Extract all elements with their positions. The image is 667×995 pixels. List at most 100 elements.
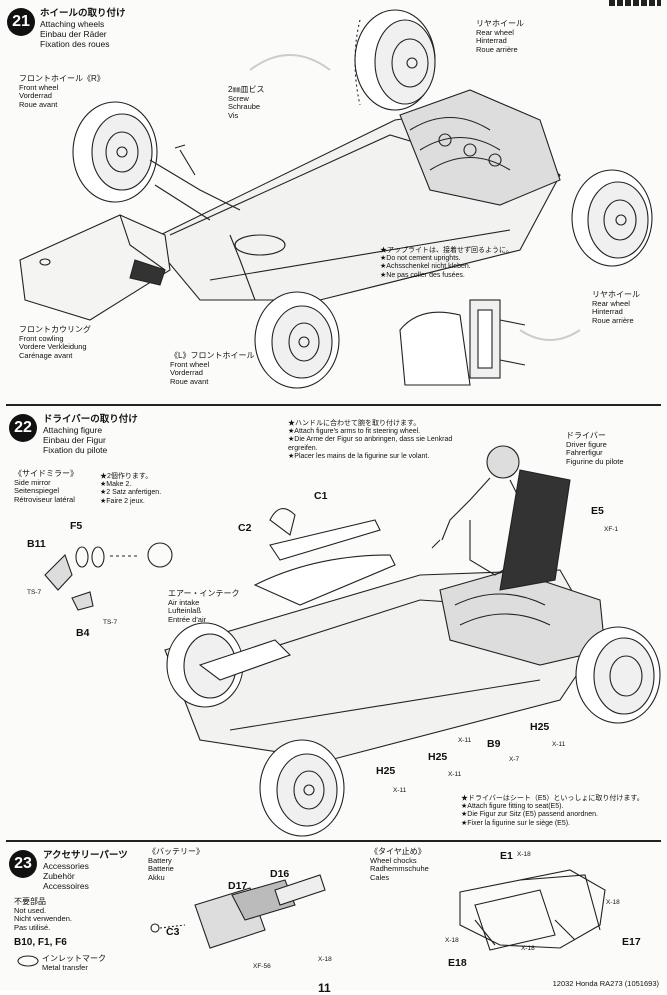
front-wheel-r-drawing <box>72 101 241 221</box>
screw-code: XF-1 <box>604 526 619 533</box>
rear-wheel-bottom-de: Hinterrad <box>592 307 623 317</box>
side-mirror-fr: Rétroviseur latéral <box>14 494 75 504</box>
label-front-wheel-r: フロントホイール《R》 Front wheel Vorderrad Roue a… <box>19 74 105 109</box>
battery-en: Battery <box>148 855 172 865</box>
rear-wheel-top-de: Hinterrad <box>476 36 507 46</box>
front-wheel-r-fr: Roue avant <box>19 99 58 109</box>
not-used-de: Nicht verwenden. <box>14 914 72 924</box>
front-cowling-drawing <box>19 214 171 321</box>
part-label: B4 <box>76 627 90 639</box>
step23-title-de: Zubehör <box>43 871 75 881</box>
steering-note-en: ★Attach figure's arms to fit steering wh… <box>288 428 421 436</box>
step23-title-jp: アクセサリーパーツ <box>43 850 128 861</box>
screw-de: Schraube <box>228 102 261 112</box>
air-intake-drawing <box>198 639 292 681</box>
make2-en: ★Make 2. <box>100 481 132 489</box>
screw-code: TS-7 <box>103 619 118 626</box>
label-driver-figure: ドライバー Driver figure Fahrerfigur Figurine… <box>566 431 624 466</box>
rear-wheel-top-drawing <box>354 9 436 111</box>
metal-transfer-jp: インレットマーク <box>42 954 106 963</box>
side-mirror-jp: 《サイドミラー》 <box>14 469 78 478</box>
note-uprights-jp: ★アップライトは、接着せず回るように。 <box>380 247 513 254</box>
label-battery: 《バッテリー》 Battery Batterie Akku <box>148 847 204 882</box>
screw-code: X-18 <box>606 899 620 906</box>
step23-title-fr: Accessoires <box>43 881 89 891</box>
battery-drawing <box>150 874 326 949</box>
background-watermark-2 <box>519 329 581 341</box>
screw-jp: 2㎜皿ビス <box>228 85 265 94</box>
driver-figure-drawing <box>431 445 571 591</box>
seat-note-jp: ★ドライバーはシート（E5）といっしょに取り付けます。 <box>461 795 644 802</box>
metal-transfer-en: Metal transfer <box>42 962 88 972</box>
make2-de: ★2 Satz anfertigen. <box>100 489 162 497</box>
wheel-chocks-de: Radhemmschuhe <box>370 864 429 874</box>
step-number-badge: 22 <box>9 414 37 442</box>
step21-title-en: Attaching wheels <box>40 19 105 29</box>
unused-parts-list: B10, F1, F6 <box>14 937 67 948</box>
rear-wheel-top-fr: Roue arrière <box>476 44 518 54</box>
label-wheel-chocks: 《タイヤ止め》 Wheel chocks Radhemmschuhe Cales <box>370 847 429 882</box>
step-number-badge: 21 <box>7 8 35 36</box>
section-divider-21-22 <box>6 404 661 406</box>
front-wheel-r-jp: フロントホイール《R》 <box>19 74 105 83</box>
part-label: E1 <box>500 850 513 862</box>
wheel-chocks-jp: 《タイヤ止め》 <box>370 847 426 856</box>
part-label: B11 <box>27 538 46 550</box>
section-divider-22-23 <box>6 840 661 842</box>
step21-title-de: Einbau der Räder <box>40 29 107 39</box>
part-label: H25 <box>530 721 550 733</box>
step22-chassis-drawing <box>164 569 606 761</box>
steering-note-fr: ★Placer les mains de la figurine sur le … <box>288 452 430 460</box>
part-label: H25 <box>428 751 448 763</box>
wheel-chocks-drawing <box>459 869 606 951</box>
label-side-mirror: 《サイドミラー》 Side mirror Seitenspiegel Rétro… <box>14 469 78 504</box>
label-rear-wheel-top: リヤホイール Rear wheel Hinterrad Roue arrière <box>476 19 524 54</box>
driver-en: Driver figure <box>566 439 607 449</box>
label-not-used: 不要部品 Not used. Nicht verwenden. Pas util… <box>14 897 72 932</box>
make2-jp: ★2個作ります。 <box>100 473 153 480</box>
part-label: E5 <box>591 505 604 517</box>
label-metal-transfer: インレットマーク Metal transfer <box>42 954 106 972</box>
driver-fr: Figurine du pilote <box>566 456 624 466</box>
step21-title: ホイールの取り付け Attaching wheels Einbau der Rä… <box>40 9 126 50</box>
step22-title-en: Attaching figure <box>43 425 103 435</box>
step21-chassis-drawing <box>149 89 561 301</box>
air-intake-en: Air intake <box>168 597 200 607</box>
not-used-fr: Pas utilisé. <box>14 922 51 932</box>
label-air-intake: エアー・インテーク Air intake Lufteinlaß Entrée d… <box>168 589 240 624</box>
front-cowling-de: Vordere Verkleidung <box>19 342 87 352</box>
part-label: E17 <box>622 936 641 948</box>
screw-code: X-11 <box>458 737 472 744</box>
front-cowling-en: Front cowling <box>19 333 64 343</box>
metal-transfer-icon-drawing <box>17 955 39 967</box>
screw-code: X-11 <box>448 771 462 778</box>
step23-title: アクセサリーパーツ Accessories Zubehör Accessoire… <box>43 850 128 892</box>
driver-jp: ドライバー <box>566 431 606 440</box>
front-wheel-r-de: Vorderrad <box>19 91 52 101</box>
rear-wheel-top-jp: リヤホイール <box>476 19 524 28</box>
part-label: H25 <box>376 765 396 777</box>
registration-mark <box>609 0 661 6</box>
seat-note-fr: ★Fixer la figurine sur le siège (E5). <box>461 819 570 827</box>
step22-title-fr: Fixation du pilote <box>43 445 108 455</box>
screw-code: X-11 <box>552 741 566 748</box>
wheel-chocks-fr: Cales <box>370 872 390 882</box>
screw-code: X-18 <box>517 851 531 858</box>
step22-rear-wheel-drawing <box>575 626 661 724</box>
page-footer: 12032 Honda RA273 (1051693) <box>553 979 659 988</box>
footer-model: Honda RA273 <box>575 979 623 988</box>
screw-en: Screw <box>228 93 249 103</box>
rear-wheel-bottom-en: Rear wheel <box>592 298 630 308</box>
step22-seat-note: ★ドライバーはシート（E5）といっしょに取り付けます。 ★Attach figu… <box>461 795 644 828</box>
rear-wheel-right-drawing <box>571 169 653 267</box>
air-intake-fr: Entrée d'air <box>168 614 207 624</box>
rear-wheel-bottom-fr: Roue arrière <box>592 315 634 325</box>
screw-drawing <box>174 144 196 176</box>
front-wheel-l-drawing <box>229 234 340 389</box>
screw-code: X-18 <box>318 956 332 963</box>
screw-code: X-7 <box>509 756 520 763</box>
seat-note-de: ★Die Figur zur Sitz (E5) passend anordne… <box>461 811 599 819</box>
note-uprights-de: ★Achsschenkel nicht kleben. <box>380 263 471 271</box>
part-label: F5 <box>70 520 83 532</box>
part-label: C3 <box>166 926 180 938</box>
